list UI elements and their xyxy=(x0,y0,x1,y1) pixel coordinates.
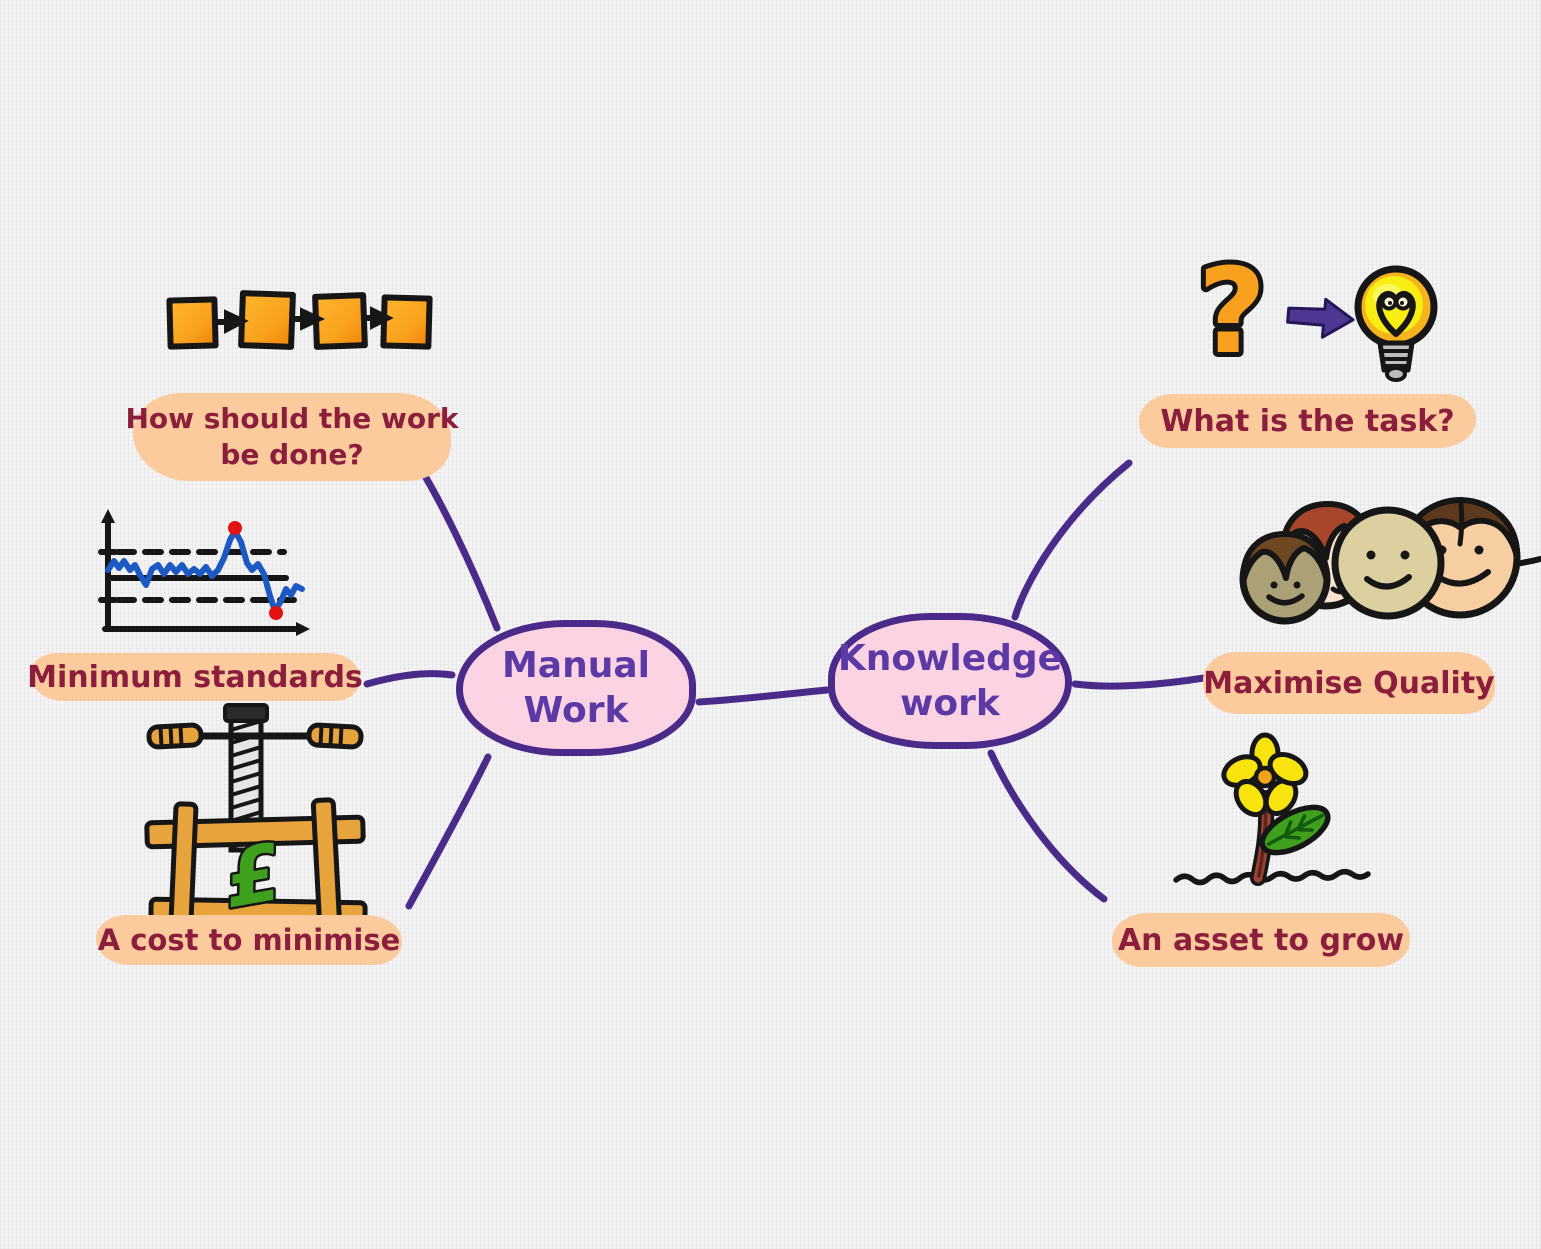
node-label-line: Manual xyxy=(501,645,650,686)
branch-line-how xyxy=(415,462,501,632)
label-line: What is the task? xyxy=(1160,403,1455,439)
question-mark-glyph: ? xyxy=(1198,242,1266,380)
node-manual-work: Manual Work xyxy=(456,620,696,756)
face-bald xyxy=(1331,506,1445,620)
label-line: A cost to minimise xyxy=(97,923,401,957)
node-label-line: work xyxy=(900,683,1000,724)
face-olive-skin xyxy=(1239,531,1331,625)
label-line: Minimum standards xyxy=(27,659,363,695)
question-mark-icon: ? xyxy=(1193,237,1271,385)
lightbulb-icon xyxy=(1354,265,1438,382)
label-line: be done? xyxy=(220,438,364,471)
node-knowledge-work: Knowledge work xyxy=(828,613,1072,749)
label-line: Maximise Quality xyxy=(1203,665,1495,701)
label-a-cost-to-minimise: A cost to minimise xyxy=(96,915,402,965)
label-line: An asset to grow xyxy=(1117,922,1405,958)
node-label-line: Knowledge xyxy=(837,638,1063,679)
label-minimum-standards: Minimum standards xyxy=(27,653,363,701)
branch-line-cost xyxy=(405,753,492,910)
out-of-limit-point-high xyxy=(228,521,242,535)
branch-line-standards xyxy=(363,670,456,688)
branch-line-task xyxy=(1011,459,1133,621)
control-chart-icon xyxy=(98,509,310,636)
happy-faces-icon xyxy=(1239,497,1541,625)
label-maximise-quality: Maximise Quality xyxy=(1203,652,1495,714)
label-how-should-work-be-done: How should the work be done? xyxy=(125,393,459,481)
label-what-is-the-task: What is the task? xyxy=(1139,394,1476,448)
growing-flower-icon xyxy=(1173,732,1371,886)
label-line: How should the work xyxy=(125,401,459,435)
branch-line-quality xyxy=(1071,674,1208,690)
process-flow-icon xyxy=(166,290,433,350)
label-an-asset-to-grow: An asset to grow xyxy=(1112,913,1410,967)
out-of-limit-point-low xyxy=(269,606,283,620)
question-to-idea-arrow-icon xyxy=(1286,297,1355,339)
branch-line-asset xyxy=(987,749,1108,903)
node-label-line: Work xyxy=(523,690,629,731)
branch-line-center xyxy=(695,686,831,706)
